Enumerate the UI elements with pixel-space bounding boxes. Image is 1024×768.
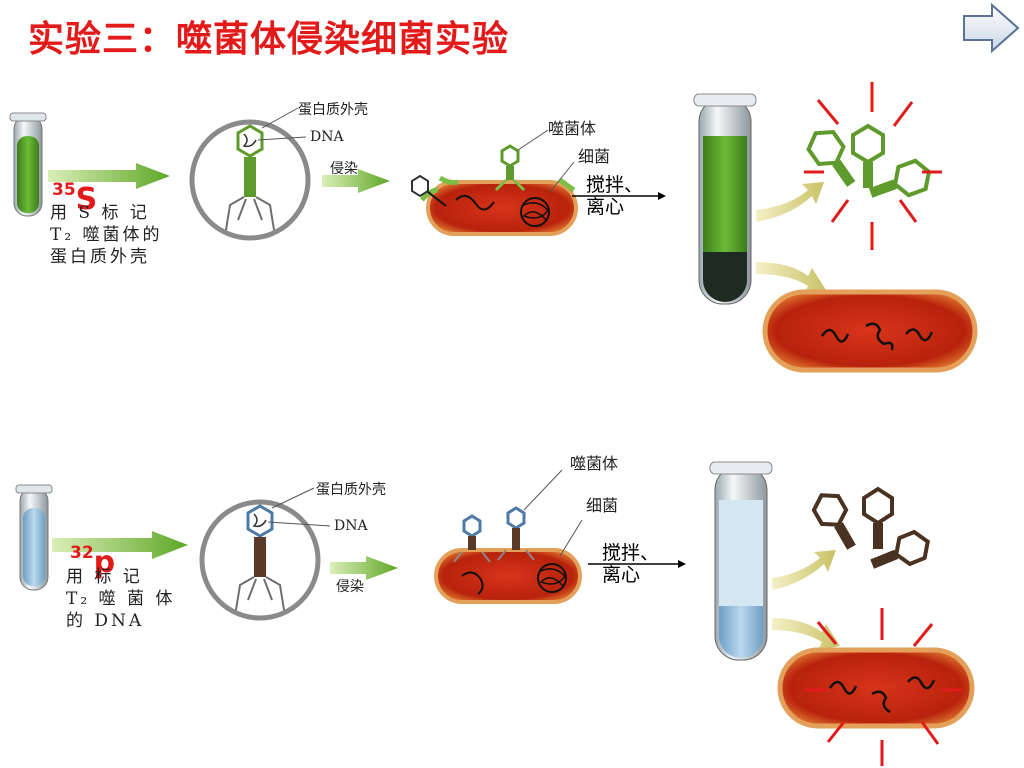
label-phage-2: 噬菌体 — [570, 454, 619, 473]
label-dna-1: DNA — [310, 129, 344, 145]
infect-arrow-1 — [322, 169, 390, 193]
caption-row2-line-3: 的 DNA — [66, 611, 145, 631]
right-arrow-icon — [963, 2, 1020, 54]
phage-circle-2 — [199, 487, 331, 621]
arrow-to-phage-1 — [48, 163, 170, 189]
caption-row1-line-3: 蛋白质外壳 — [50, 247, 150, 267]
isotope-mass-1: 35 — [52, 180, 76, 200]
caption-row1: 用 S 标 记 T₂ 噬菌体的 蛋白质外壳 — [50, 202, 163, 268]
bacterium-infected-1 — [411, 129, 578, 236]
caption-row2-line-2: T₂ 噬 菌 体 — [66, 589, 176, 609]
label-protein-coat-1: 蛋白质外壳 — [298, 102, 368, 118]
centrifuge-tube-2 — [709, 461, 773, 661]
test-tube-32p — [15, 484, 53, 591]
isotope-symbol-2: p — [93, 545, 116, 580]
arrow-to-pellet-2 — [772, 618, 840, 650]
arrow-to-supernatant-1 — [756, 182, 824, 222]
caption-row1-line-2: T₂ 噬菌体的 — [50, 225, 163, 245]
label-protein-coat-2: 蛋白质外壳 — [316, 482, 386, 498]
centrifuge-tube-1 — [693, 93, 757, 305]
label-infect-1: 侵染 — [330, 161, 358, 177]
pellet-bacterium-1 — [762, 289, 978, 373]
phage-ghosts-2 — [811, 486, 930, 569]
label-dna-2: DNA — [334, 518, 368, 534]
radiation-marks-1 — [804, 82, 942, 250]
arrow-to-supernatant-2 — [772, 550, 836, 590]
bacterium-infected-2 — [434, 469, 583, 604]
stir-label-1-line-1: 搅拌、 — [586, 174, 644, 196]
radiation-marks-2 — [806, 608, 962, 766]
phage-ghosts-1 — [806, 123, 932, 198]
label-bacteria-2: 细菌 — [586, 496, 619, 515]
phage-circle-1 — [189, 107, 311, 241]
stir-label-2-line-2: 离心 — [602, 564, 641, 586]
infect-arrow-2 — [330, 556, 398, 580]
caption-row1-line-1: 用 S 标 记 — [50, 203, 150, 223]
page-title: 实验三：噬菌体侵染细菌实验 — [28, 19, 510, 60]
caption-row2: 用 标 记 T₂ 噬 菌 体 的 DNA — [66, 566, 175, 632]
test-tube-35s — [9, 112, 47, 217]
stir-label-1-line-2: 离心 — [586, 196, 625, 218]
isotope-35s-label: 35S — [52, 180, 98, 217]
stir-label-1: 搅拌、 离心 — [586, 174, 643, 218]
isotope-mass-2: 32 — [70, 543, 94, 563]
next-slide-button[interactable] — [962, 2, 1022, 58]
isotope-32p-label: 32p — [70, 543, 116, 580]
stir-label-2-line-1: 搅拌、 — [602, 542, 660, 564]
stir-label-2: 搅拌、 离心 — [602, 542, 659, 586]
arrow-to-pellet-1 — [756, 262, 826, 294]
label-infect-2: 侵染 — [336, 579, 364, 595]
label-bacteria-1: 细菌 — [578, 147, 611, 166]
caption-row2-line-1: 用 标 记 — [66, 567, 143, 587]
arrow-to-phage-2 — [52, 531, 188, 559]
pellet-bacterium-2 — [777, 647, 975, 729]
label-phage-1: 噬菌体 — [548, 119, 597, 138]
isotope-symbol-1: S — [75, 182, 98, 217]
